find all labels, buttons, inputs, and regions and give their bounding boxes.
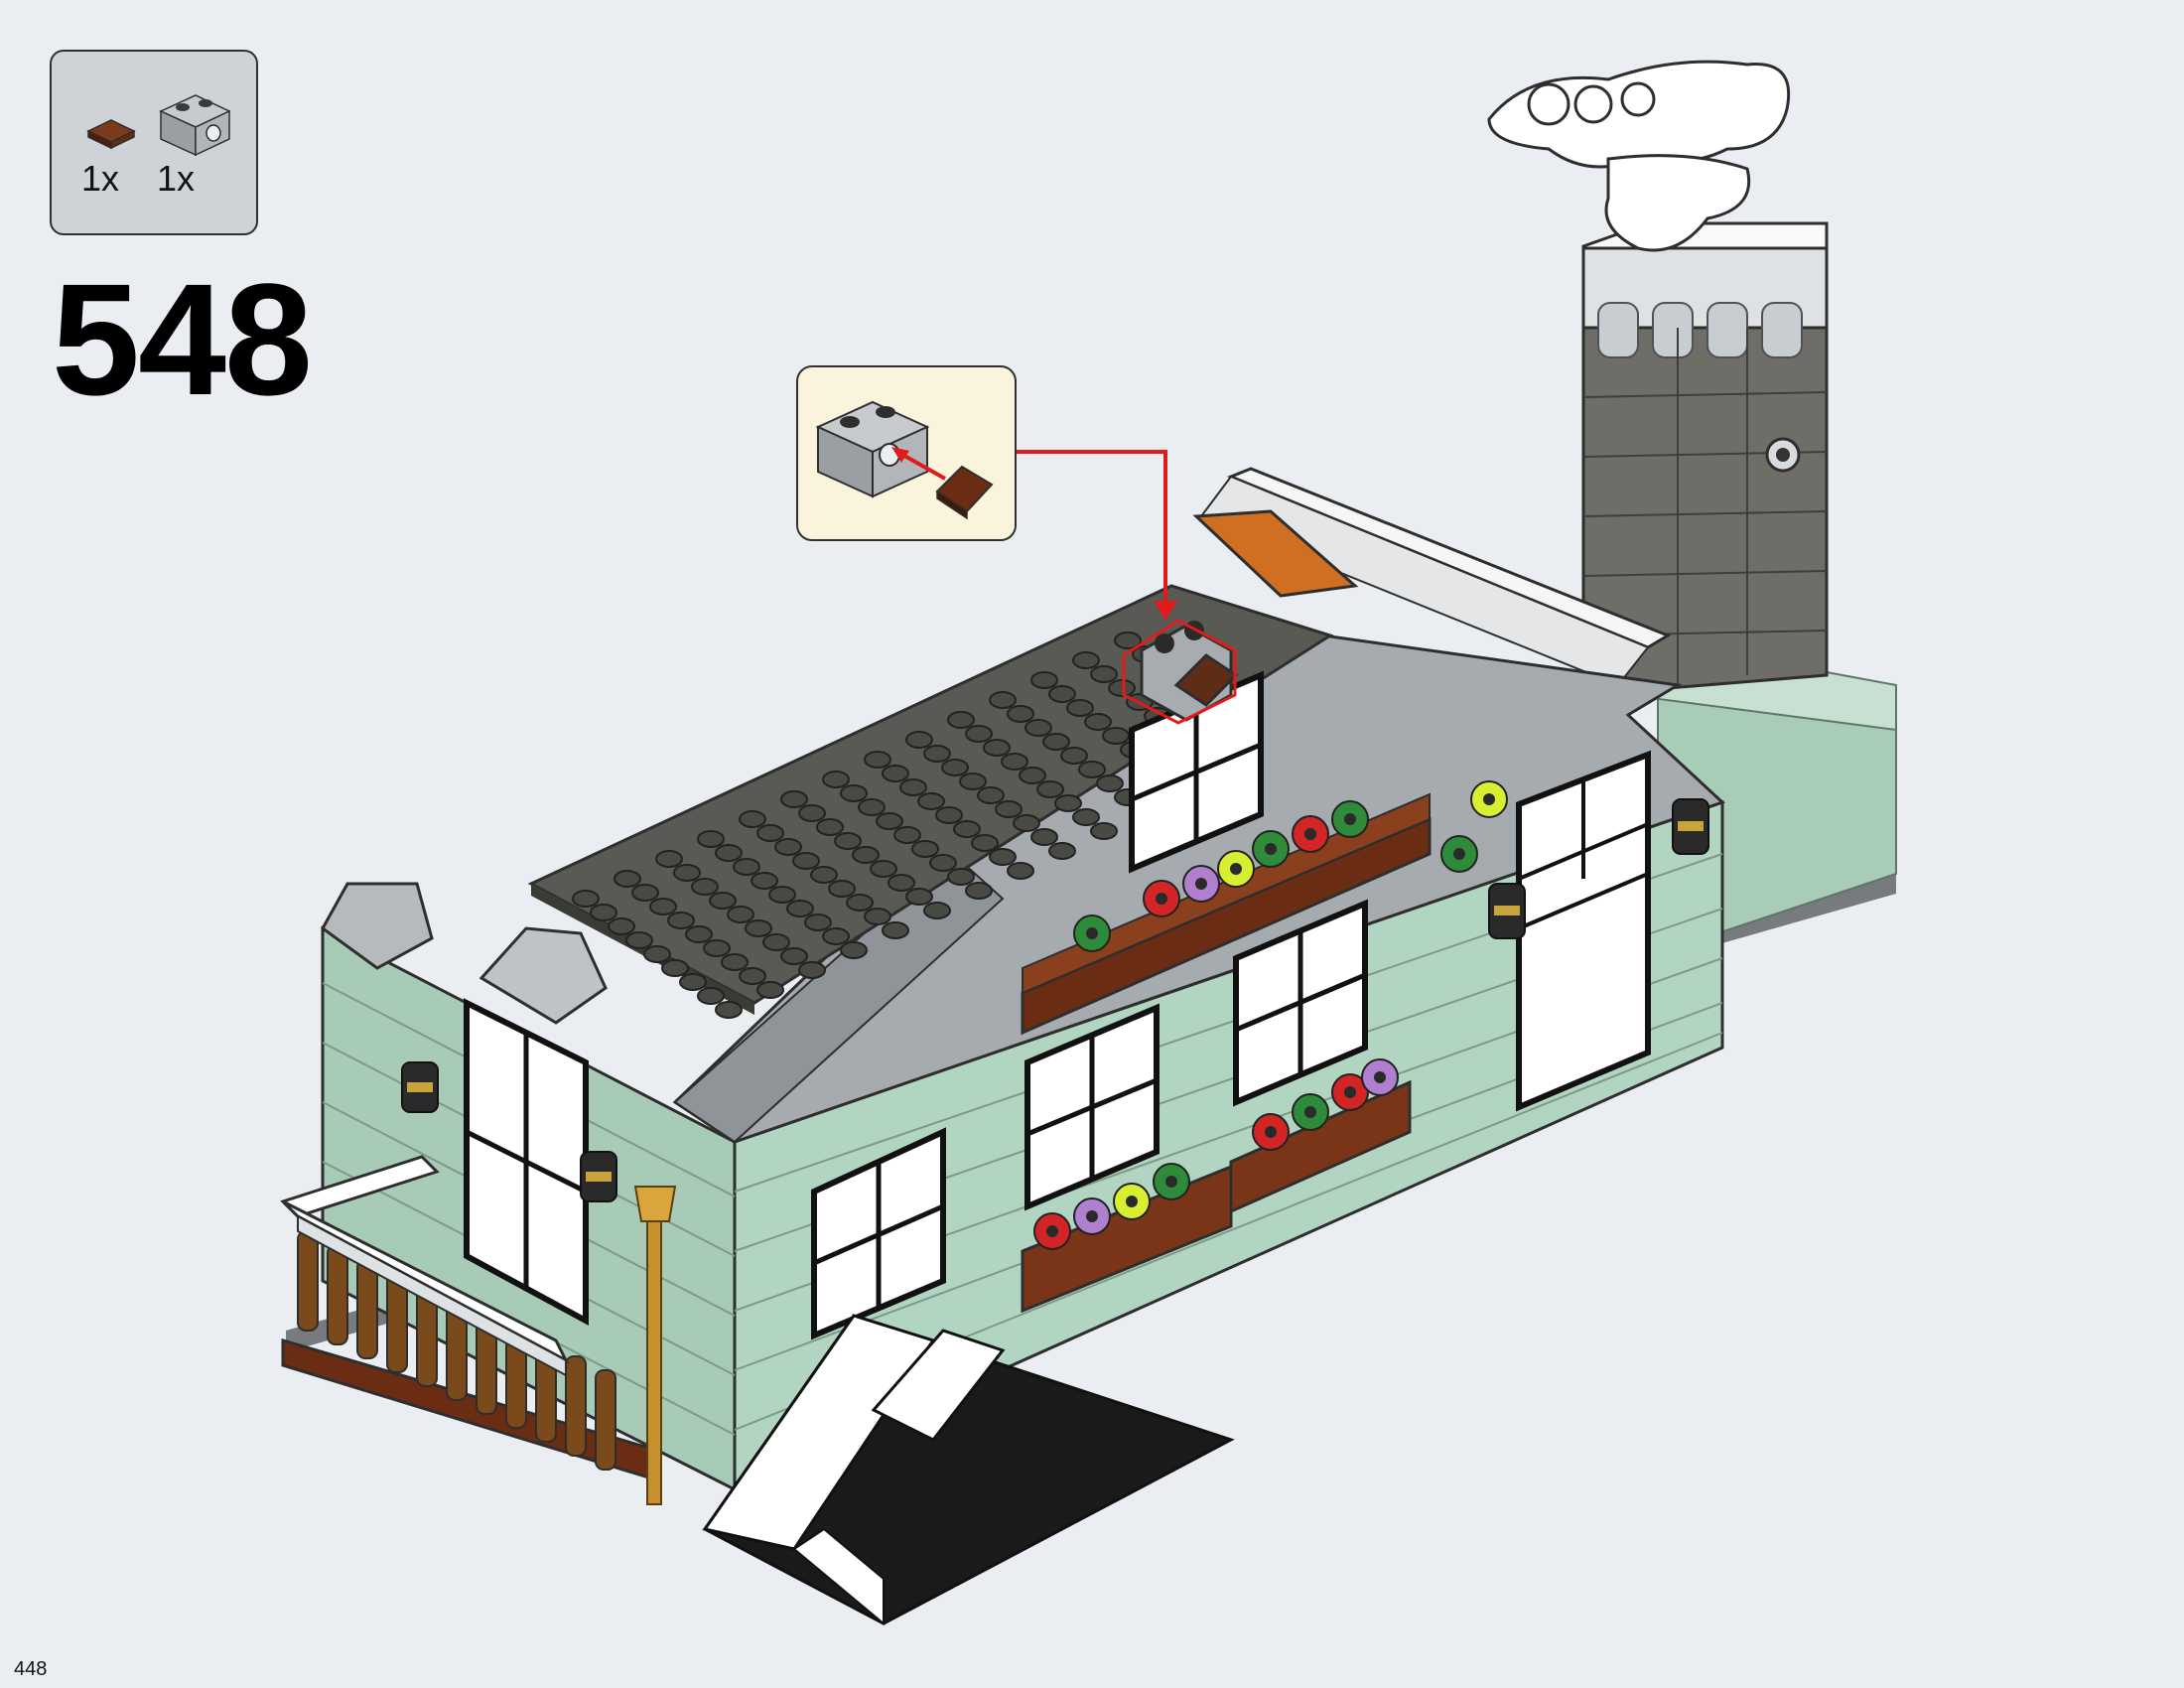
sub-assembly-callout	[796, 365, 1017, 541]
brick-insert-callout-icon	[815, 400, 994, 520]
brown-round-tile-icon	[86, 116, 136, 150]
gray-technic-brick-icon	[158, 85, 232, 157]
part-quantity: 1x	[81, 158, 120, 199]
step-number: 548	[52, 250, 313, 428]
page-number: 448	[14, 1658, 48, 1680]
part-quantity: 1x	[157, 158, 196, 199]
parts-list: 1x 1x	[50, 50, 258, 235]
